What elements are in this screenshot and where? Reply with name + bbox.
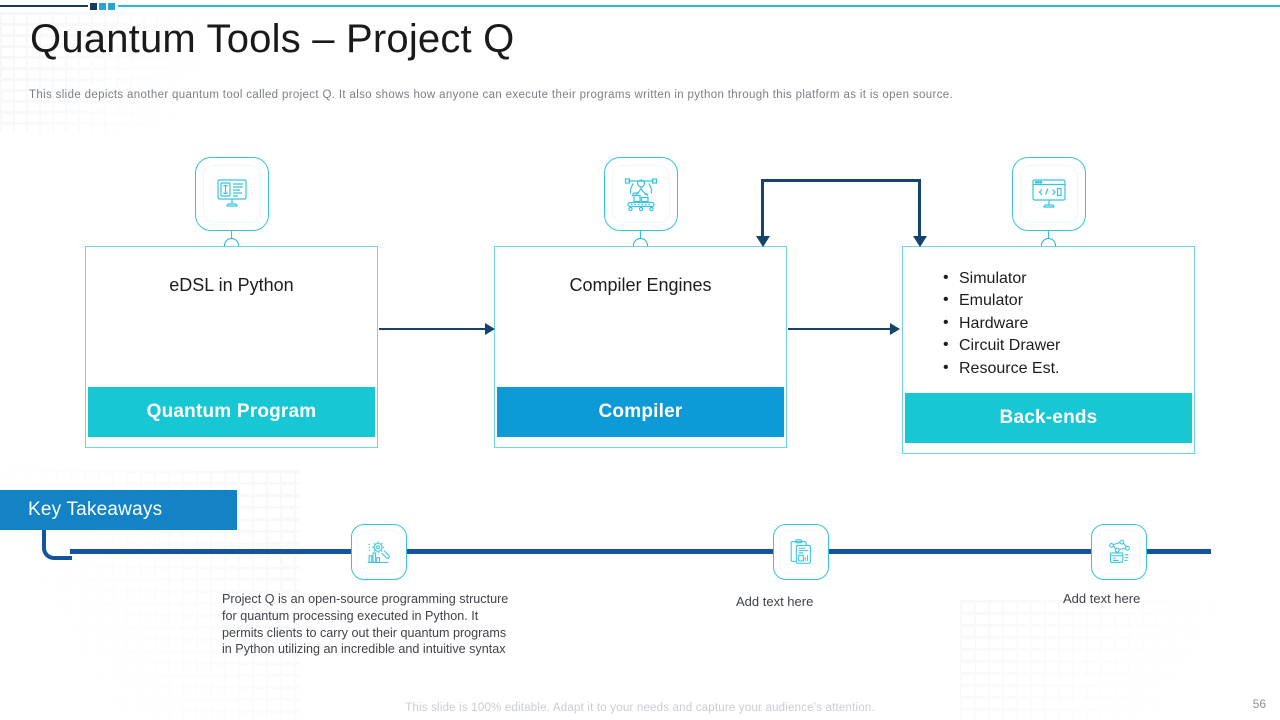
arrow-line-box2-box3 [788,328,892,330]
clipboard-report-icon [779,530,823,574]
network-nodes-icon [1097,530,1141,574]
key-takeaways-timeline [70,549,1211,554]
list-item: Hardware [943,312,1194,335]
flow-box-quantum-program[interactable]: eDSL in Python Quantum Program [85,246,378,448]
badge-compiler[interactable] [604,157,678,231]
monitor-code-editor-icon [203,165,261,223]
flow-box-compiler[interactable]: Compiler Engines Compiler [494,246,787,448]
takeaway-badge-3[interactable] [1091,524,1147,580]
backends-list: Simulator Emulator Hardware Circuit Draw… [903,267,1194,380]
takeaway-text-1: Project Q is an open-source programming … [222,592,509,657]
list-item: Resource Est. [943,357,1194,380]
bracket-top-line [761,179,921,182]
key-takeaways-label: Key Takeaways [28,499,163,520]
header-square-2 [99,3,106,10]
flow-box-footer: Compiler [497,387,784,437]
list-item: Circuit Drawer [943,334,1194,357]
flow-box-footer-label: Quantum Program [146,401,317,422]
flow-box-footer-label: Back-ends [999,407,1098,428]
takeaway-badge-2[interactable] [773,524,829,580]
takeaway-text-2: Add text here [736,594,814,609]
arrow-head-box2-box3 [890,323,900,335]
header-rule-light-segment [118,5,1280,7]
list-item: Emulator [943,289,1194,312]
key-takeaways-elbow [42,530,72,560]
gear-wrench-analytics-icon [357,530,401,574]
header-rule-dark-segment [0,5,88,7]
flow-box-heading: eDSL in Python [169,275,294,295]
key-takeaways-banner[interactable]: Key Takeaways [0,490,237,530]
editable-note: This slide is 100% editable. Adapt it to… [405,702,875,714]
badge-backends[interactable] [1012,157,1086,231]
takeaway-text-3: Add text here [1063,591,1141,606]
bracket-right-arrow-head [913,236,927,247]
robot-conveyor-factory-icon [612,165,670,223]
page-subtitle: This slide depicts another quantum tool … [29,89,954,101]
header-rule [0,3,1280,10]
flow-box-footer: Back-ends [905,393,1192,443]
arrow-head-box1-box2 [485,323,495,335]
page-title: Quantum Tools – Project Q [30,17,515,61]
flow-box-footer: Quantum Program [88,387,375,437]
arrow-line-box1-box2 [379,328,487,330]
flow-box-heading: Compiler Engines [569,275,712,295]
page-number: 56 [1252,697,1266,711]
header-square-1 [90,3,97,10]
header-square-3 [108,3,115,10]
bracket-left-arrow-head [756,236,770,247]
flow-box-footer-label: Compiler [598,401,683,422]
bracket-left-line [761,179,764,237]
flow-box-backends[interactable]: Simulator Emulator Hardware Circuit Draw… [902,246,1195,454]
list-item: Simulator [943,267,1194,290]
takeaway-badge-1[interactable] [351,524,407,580]
monitor-code-brackets-icon [1020,165,1078,223]
badge-quantum-program[interactable] [195,157,269,231]
bracket-right-line [918,179,921,237]
